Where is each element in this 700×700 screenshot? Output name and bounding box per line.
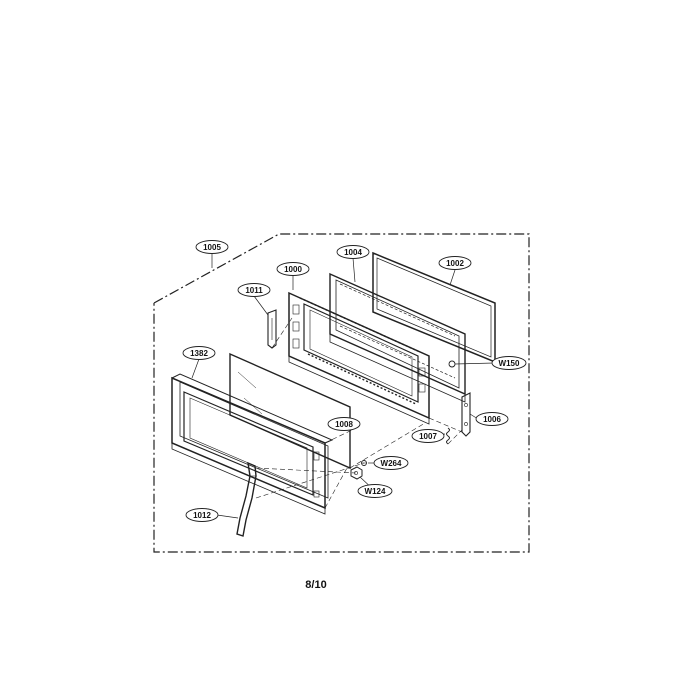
callout-labels: 1005 1004 1002 1000 1011 1382 W150 1008 … [190,243,520,520]
callout-1000: 1000 [284,265,302,274]
callout-bubbles [182,240,527,522]
callout-1382: 1382 [190,349,208,358]
callout-1004: 1004 [344,248,362,257]
hinge-part [461,392,471,437]
callout-1012: 1012 [193,511,211,520]
front-door-part [171,373,334,515]
callout-w124: W124 [365,487,386,496]
page-number: 8/10 [305,579,327,591]
callout-1005: 1005 [203,243,221,252]
callout-1011: 1011 [245,286,263,295]
handle-part [236,461,257,537]
leader-lines [191,254,495,519]
callout-w150: W150 [499,359,520,368]
assembly-boundary [153,233,530,553]
callout-w264: W264 [381,459,402,468]
callout-1008: 1008 [335,420,353,429]
callout-1006: 1006 [483,415,501,424]
latch-part [267,309,277,349]
screw-w150-part [448,360,456,368]
callout-1007: 1007 [419,432,437,441]
callout-1002: 1002 [446,259,464,268]
spring-part [446,427,450,445]
assembly-guide-lines [255,317,463,509]
